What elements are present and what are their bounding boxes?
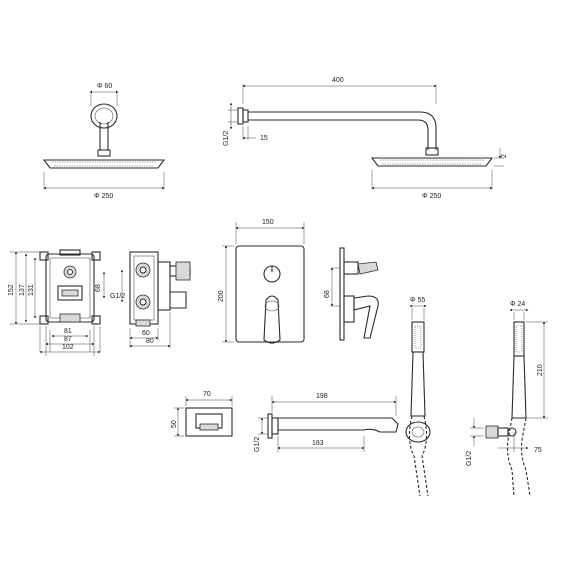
concealed-box-side-view: G1/2 60 80 — [110, 251, 191, 348]
mixer-plate-front-view: 150 200 — [218, 219, 305, 344]
shower-head-plate — [42, 159, 166, 169]
dim-arm-length: 400 — [332, 77, 344, 84]
dim-arm-15: 15 — [260, 135, 268, 142]
dim-plate-150: 150 — [262, 219, 274, 226]
dim-box-87: 87 — [64, 336, 72, 343]
dim-plate-200: 200 — [218, 290, 225, 302]
dim-spout-thread: G1/2 — [254, 437, 261, 452]
spout-front-view: 70 50 — [171, 391, 233, 437]
cover-plate — [235, 245, 305, 343]
shower-head-front-view: Φ 60 Φ 250 — [42, 83, 166, 200]
dim-box-137: 137 — [19, 284, 26, 296]
shower-arm-side-view: 400 G1/2 15 2 Φ 250 — [223, 77, 508, 200]
hand-shower-head — [411, 321, 425, 353]
dim-holder-210: 210 — [537, 364, 544, 376]
dim-head-top-width: Φ 250 — [94, 193, 113, 200]
dim-spout-50: 50 — [171, 420, 178, 428]
dim-spout-70: 70 — [203, 391, 211, 398]
dim-box-68: 68 — [95, 284, 102, 292]
shower-head-side-plate — [370, 157, 494, 167]
hand-shower-holder-assembly: Φ 24 210 G1/2 75 — [466, 301, 548, 497]
spout-body — [277, 417, 399, 433]
dim-box-131: 131 — [28, 284, 35, 296]
spout-side-view: 198 G1/2 183 — [254, 393, 399, 452]
dim-head-top-dia: Φ 60 — [97, 83, 112, 90]
dim-box-152: 152 — [8, 284, 15, 296]
dim-spout-183: 183 — [312, 440, 324, 447]
hand-shower-assembly: Φ 55 — [405, 297, 431, 497]
dim-plate-side-68: 68 — [324, 290, 331, 298]
wall-flange — [90, 103, 118, 129]
dim-side-80: 80 — [146, 338, 154, 345]
dim-box-81: 81 — [64, 328, 72, 335]
dim-head-side-2: 2 — [501, 154, 508, 158]
mixer-plate-side-view: 68 — [324, 247, 379, 341]
dim-box-102: 102 — [62, 344, 74, 351]
dim-side-60: 60 — [142, 330, 150, 337]
dim-head-side-width: Φ 250 — [422, 193, 441, 200]
dim-holder-thread: G1/2 — [466, 451, 473, 466]
dim-hand-dia: Φ 55 — [410, 297, 425, 304]
concealed-box-front-view: 152 137 131 68 81 87 102 — [8, 249, 106, 356]
dim-arm-thread: G1/2 — [223, 131, 230, 146]
dim-spout-198: 198 — [316, 393, 328, 400]
dim-holder-75: 75 — [534, 447, 542, 454]
dim-side-thread: G1/2 — [110, 293, 125, 300]
lever-handle — [263, 295, 281, 344]
dim-holder-dia: Φ 24 — [510, 301, 525, 308]
